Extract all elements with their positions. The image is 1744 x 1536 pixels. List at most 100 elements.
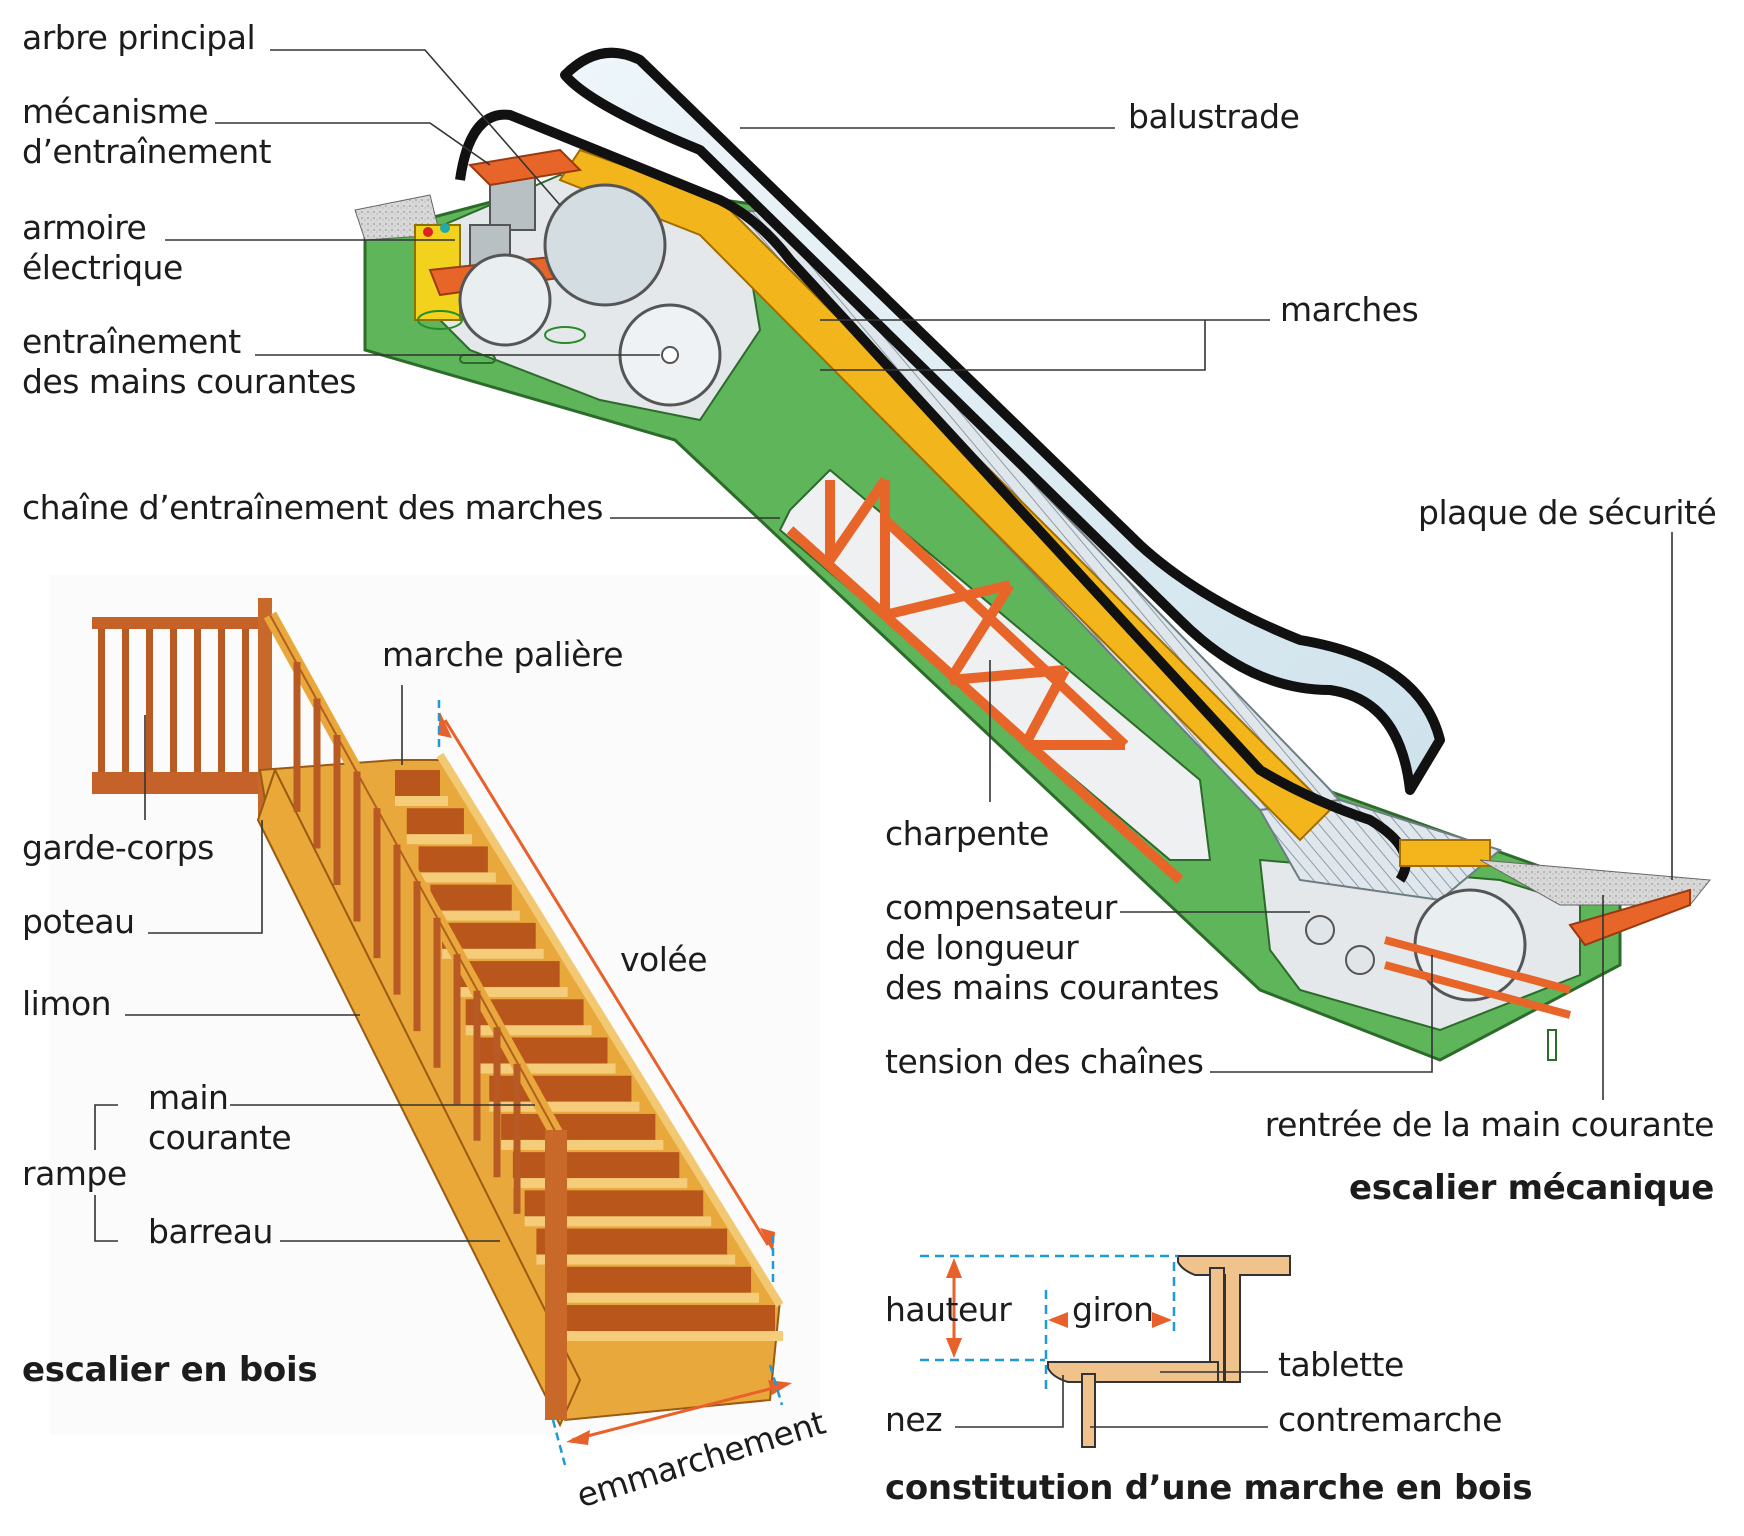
upper-tablette xyxy=(1177,1255,1291,1383)
stair-tread xyxy=(512,1178,688,1189)
tension-pulley xyxy=(1345,945,1375,975)
tension-pulley xyxy=(1305,915,1335,945)
label-tablette: tablette xyxy=(1278,1345,1404,1384)
label-mecanisme-line1: mécanisme xyxy=(22,92,209,131)
landing-balusters xyxy=(98,629,249,772)
handrail-loop xyxy=(544,326,586,344)
escalator-illustration xyxy=(354,47,1711,1062)
label-entrainement-line2: des mains courantes xyxy=(22,362,356,401)
cabinet-indicator xyxy=(423,227,433,237)
label-rampe: rampe xyxy=(22,1154,127,1193)
stair-tread xyxy=(430,910,520,921)
step-section-title: constitution d’une marche en bois xyxy=(885,1468,1533,1508)
label-limon: limon xyxy=(22,984,112,1023)
stair-tread xyxy=(418,872,496,883)
step-dimension-guides xyxy=(920,1254,1178,1390)
drive-sprocket xyxy=(458,253,552,347)
main-shaft-wheel xyxy=(543,183,667,307)
charpente-truss xyxy=(786,477,1184,884)
leader-marches-2 xyxy=(820,320,1206,371)
stair-riser xyxy=(512,1152,680,1179)
bracket-rampe-bottom xyxy=(94,1195,118,1242)
wooden-stair-illustration xyxy=(92,598,792,1466)
step-section-illustration xyxy=(920,1254,1291,1448)
lower-contremarche xyxy=(1081,1373,1096,1448)
giron-arrow-head-left xyxy=(1048,1312,1068,1328)
escalator-leader-lines xyxy=(165,49,1673,1100)
stair-tread xyxy=(465,1025,592,1036)
tension-rail xyxy=(1383,961,1572,1019)
giron-arrow-head-right xyxy=(1152,1312,1172,1328)
right-stringer xyxy=(436,752,784,1308)
rampe-balusters xyxy=(293,661,521,1214)
balustrade-glass-near xyxy=(455,109,1411,883)
label-garde-corps: garde-corps xyxy=(22,828,214,867)
label-volee: volée xyxy=(620,940,708,979)
stair-riser xyxy=(560,1305,775,1331)
newel-post xyxy=(258,598,272,823)
landing-top-rail xyxy=(92,617,270,629)
emmarchement-arrow-head-left xyxy=(566,1430,590,1445)
label-balustrade: balustrade xyxy=(1128,97,1300,136)
label-poteau: poteau xyxy=(22,902,135,941)
volee-arrow-line xyxy=(443,719,770,1246)
upper-machinery xyxy=(414,148,722,407)
label-compensateur-line1: compensateur xyxy=(885,888,1117,927)
volee-arrow-head-top xyxy=(438,712,452,738)
label-marche-paliere: marche palière xyxy=(382,635,624,674)
label-charpente: charpente xyxy=(885,814,1049,853)
stair-tread xyxy=(453,987,568,998)
hauteur-arrow-head-bottom xyxy=(946,1338,962,1358)
stair-riser xyxy=(548,1266,752,1293)
stair-riser xyxy=(536,1228,728,1255)
label-compensateur-line3: des mains courantes xyxy=(885,968,1219,1007)
stair-tread xyxy=(560,1331,783,1341)
label-main-courante-line1: main xyxy=(148,1078,229,1117)
label-giron: giron xyxy=(1072,1290,1154,1329)
lower-beam xyxy=(1568,888,1691,947)
access-slot xyxy=(1547,1029,1557,1061)
label-armoire-line1: armoire xyxy=(22,208,147,247)
limon-stringer xyxy=(256,767,582,1428)
label-main-courante-line2: courante xyxy=(148,1118,292,1157)
stair-tread xyxy=(524,1216,712,1227)
stair-tread xyxy=(536,1254,736,1265)
stair-tread xyxy=(395,796,448,806)
cabinet-indicator xyxy=(440,223,450,233)
bottom-newel-post xyxy=(545,1130,567,1420)
stair-tread xyxy=(477,1063,616,1074)
leader-poteau xyxy=(148,820,263,934)
leader-mecanisme xyxy=(215,122,491,166)
label-nez: nez xyxy=(885,1400,943,1439)
label-mecanisme-line2: d’entraînement xyxy=(22,132,272,171)
label-tension-chaines: tension des chaînes xyxy=(885,1042,1204,1081)
stair-riser xyxy=(395,770,440,796)
emmarchement-guide-left xyxy=(551,1419,567,1466)
step-leader-lines xyxy=(955,1371,1268,1428)
bracket-rampe-top xyxy=(94,1104,118,1150)
label-plaque-securite: plaque de sécurité xyxy=(1418,493,1717,532)
label-chaine: chaîne d’entraînement des marches xyxy=(22,488,603,527)
machine-beam-top xyxy=(467,148,583,187)
escalator-title: escalier mécanique xyxy=(1348,1168,1714,1208)
stair-tread xyxy=(489,1101,640,1112)
balustrade-glass-far xyxy=(560,47,1445,795)
volee-arrow-head-bottom xyxy=(760,1228,775,1253)
label-armoire-line2: électrique xyxy=(22,248,183,287)
lower-handrail-plate xyxy=(1399,839,1491,867)
label-marches: marches xyxy=(1280,290,1419,329)
stair-riser xyxy=(430,884,512,911)
stair-tread xyxy=(548,1292,760,1303)
wooden-stair-title: escalier en bois xyxy=(22,1350,318,1390)
wooden-stair-leader-lines xyxy=(94,685,535,1242)
label-compensateur-line2: de longueur xyxy=(885,928,1079,967)
leader-nez xyxy=(955,1375,1064,1428)
label-contremarche: contremarche xyxy=(1278,1400,1502,1439)
stair-riser xyxy=(489,1075,632,1102)
landing-bottom-rail xyxy=(92,772,270,794)
stair-treads xyxy=(395,770,783,1341)
tension-rail xyxy=(1383,936,1572,994)
stair-riser xyxy=(501,1113,656,1140)
